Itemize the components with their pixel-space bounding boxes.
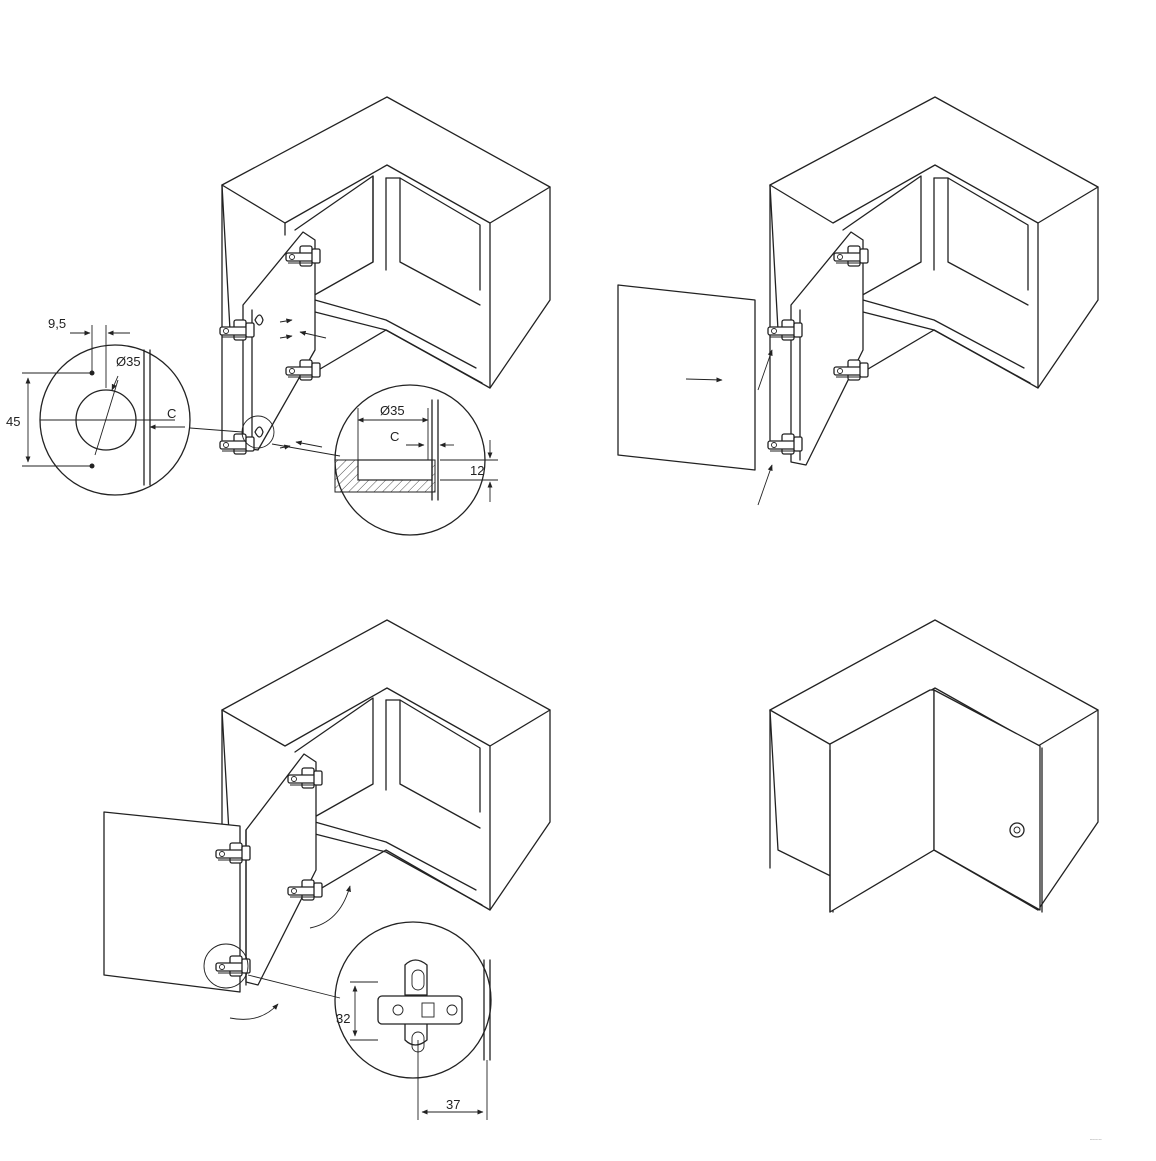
section-depth-label: 12 [470, 463, 484, 478]
step-3-cabinet [103, 619, 551, 1020]
section-edge-label: C [390, 429, 399, 444]
step-4-cabinet: assembled-corner-cabinet [769, 619, 1102, 1141]
step-2-cabinet [617, 96, 1099, 506]
dim-cup-label: Ø35 [116, 354, 141, 369]
step-1-section-detail: Ø35 C 12 [271, 384, 498, 536]
step-1-cup-detail: 9,5 Ø35 45 C [6, 316, 243, 496]
step-4-subject: assembled-corner-cabinet [1090, 1138, 1102, 1141]
step-3-plate-detail: 32 37 [334, 921, 492, 1120]
dim-plate-depth-label: 37 [446, 1097, 460, 1112]
dim-plate-height-label: 32 [336, 1011, 350, 1026]
section-cup-label: Ø35 [380, 403, 405, 418]
dim-offset-label: 9,5 [48, 316, 66, 331]
step-1-cabinet [219, 96, 551, 455]
dim-edge-label: C [167, 406, 176, 421]
dim-height-label: 45 [6, 414, 20, 429]
